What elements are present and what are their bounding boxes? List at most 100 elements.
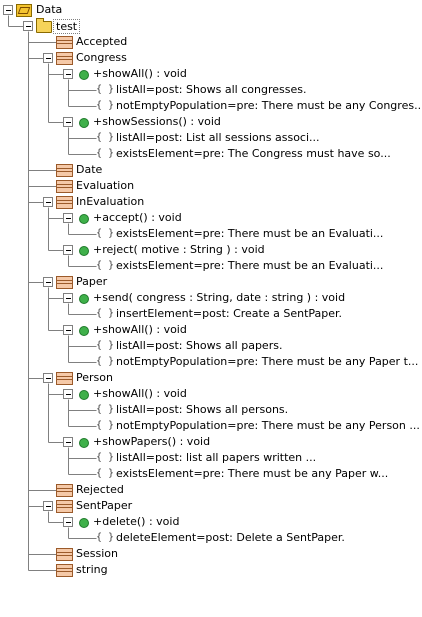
tree-node-congress-showall-c1[interactable]: { }listAll=post: Shows all congresses. [0,82,422,98]
operation-icon [79,246,89,256]
package-icon [36,18,52,33]
tree-node-inevaluation-reject[interactable]: +reject( motive : String ) : void [0,242,422,258]
constraint-icon: { } [96,228,115,239]
collapse-toggle-icon[interactable] [43,373,53,383]
tree-node-paper-showall[interactable]: +showAll() : void [0,322,422,338]
collapse-toggle-icon[interactable] [3,5,13,15]
tree-node-label: Rejected [76,483,124,496]
tree-node-test[interactable]: test [0,18,422,34]
tree-node-rejected[interactable]: Rejected [0,482,422,498]
constraint-icon: { } [96,532,115,543]
tree-node-person-showpapers-c1[interactable]: { }listAll=post: list all papers written… [0,450,422,466]
tree-node-label: listAll=post: Shows all papers. [116,339,283,352]
tree-node-date[interactable]: Date [0,162,422,178]
constraint-icon: { } [96,100,115,111]
tree-node-label: listAll=post: list all papers written ..… [116,451,317,464]
class-icon [56,484,73,497]
tree-node-label: listAll=post: Shows all congresses. [116,83,307,96]
tree-node-label: Date [76,163,103,176]
tree-node-person-showall-c2[interactable]: { }notEmptyPopulation=pre: There must be… [0,418,422,434]
tree-node-label: existsElement=pre: There must be any Pap… [116,467,389,480]
collapse-toggle-icon[interactable] [63,389,73,399]
constraint-icon: { } [96,356,115,367]
tree-node-paper-showall-c1[interactable]: { }listAll=post: Shows all papers. [0,338,422,354]
tree-node-label: string [76,563,108,576]
class-icon [56,500,73,513]
tree-node-label: +showSessions() : void [93,115,221,128]
tree-node-inevaluation-reject-c1[interactable]: { }existsElement=pre: There must be an E… [0,258,422,274]
collapse-toggle-icon[interactable] [43,277,53,287]
tree-node-label: +showPapers() : void [93,435,211,448]
operation-icon [79,294,89,304]
tree-node-person[interactable]: Person [0,370,422,386]
tree-node-label: +accept() : void [93,211,182,224]
root-package-icon [16,4,32,17]
constraint-icon: { } [96,420,115,431]
operation-icon [79,390,89,400]
tree-node-label: +showAll() : void [93,323,187,336]
tree-node-paper[interactable]: Paper [0,274,422,290]
tree-node-label: notEmptyPopulation=pre: There must be an… [116,419,420,432]
tree-node-person-showall-c1[interactable]: { }listAll=post: Shows all persons. [0,402,422,418]
collapse-toggle-icon[interactable] [23,21,33,31]
tree-node-person-showpapers-c2[interactable]: { }existsElement=pre: There must be any … [0,466,422,482]
tree-node-sentpaper-delete-c1[interactable]: { }deleteElement=post: Delete a SentPape… [0,530,422,546]
tree-node-label: Data [36,3,63,16]
tree-node-congress-showsessions-c2[interactable]: { }existsElement=pre: The Congress must … [0,146,422,162]
constraint-icon: { } [96,468,115,479]
collapse-toggle-icon[interactable] [63,293,73,303]
tree-node-label: +delete() : void [93,515,180,528]
tree-node-label: listAll=post: Shows all persons. [116,403,289,416]
collapse-toggle-icon[interactable] [43,197,53,207]
tree-node-person-showall[interactable]: +showAll() : void [0,386,422,402]
collapse-toggle-icon[interactable] [63,213,73,223]
tree-node-label: Person [76,371,113,384]
tree-node-inevaluation-accept-c1[interactable]: { }existsElement=pre: There must be an E… [0,226,422,242]
tree-node-label: +showAll() : void [93,387,187,400]
tree-node-label: test [53,19,81,34]
tree-node-string[interactable]: string [0,562,422,578]
collapse-toggle-icon[interactable] [63,117,73,127]
tree-node-accepted[interactable]: Accepted [0,34,422,50]
collapse-toggle-icon[interactable] [63,69,73,79]
tree-node-sentpaper-delete[interactable]: +delete() : void [0,514,422,530]
class-icon [56,548,73,561]
tree-node-label: InEvaluation [76,195,145,208]
tree-node-evaluation[interactable]: Evaluation [0,178,422,194]
tree-node-label: +showAll() : void [93,67,187,80]
tree-node-congress-showsessions[interactable]: +showSessions() : void [0,114,422,130]
tree-node-paper-showall-c2[interactable]: { }notEmptyPopulation=pre: There must be… [0,354,422,370]
tree-node-person-showpapers[interactable]: +showPapers() : void [0,434,422,450]
collapse-toggle-icon[interactable] [43,501,53,511]
tree-node-label: Evaluation [76,179,135,192]
tree-node-label: Congress [76,51,127,64]
tree-node-label: existsElement=pre: The Congress must hav… [116,147,391,160]
tree-node-session[interactable]: Session [0,546,422,562]
tree-node-label: deleteElement=post: Delete a SentPaper. [116,531,345,544]
collapse-toggle-icon[interactable] [63,325,73,335]
tree-node-congress[interactable]: Congress [0,50,422,66]
tree-node-paper-send-c1[interactable]: { }insertElement=post: Create a SentPape… [0,306,422,322]
collapse-toggle-icon[interactable] [43,53,53,63]
constraint-icon: { } [96,84,115,95]
operation-icon [79,118,89,128]
class-icon [56,36,73,49]
tree-node-label: notEmptyPopulation=pre: There must be an… [116,99,422,112]
collapse-toggle-icon[interactable] [63,437,73,447]
tree-node-paper-send[interactable]: +send( congress : String, date : string … [0,290,422,306]
class-icon [56,564,73,577]
tree-node-congress-showsessions-c1[interactable]: { }listAll=post: List all sessions assoc… [0,130,422,146]
constraint-icon: { } [96,132,115,143]
tree-node-congress-showall-c2[interactable]: { }notEmptyPopulation=pre: There must be… [0,98,422,114]
operation-icon [79,326,89,336]
tree-node-congress-showall[interactable]: +showAll() : void [0,66,422,82]
tree-node-label: Session [76,547,118,560]
tree-node-inevaluation-accept[interactable]: +accept() : void [0,210,422,226]
class-icon [56,372,73,385]
tree-node-sentpaper[interactable]: SentPaper [0,498,422,514]
collapse-toggle-icon[interactable] [63,245,73,255]
tree-node-data[interactable]: Data [0,2,422,18]
tree-node-inevaluation[interactable]: InEvaluation [0,194,422,210]
collapse-toggle-icon[interactable] [63,517,73,527]
